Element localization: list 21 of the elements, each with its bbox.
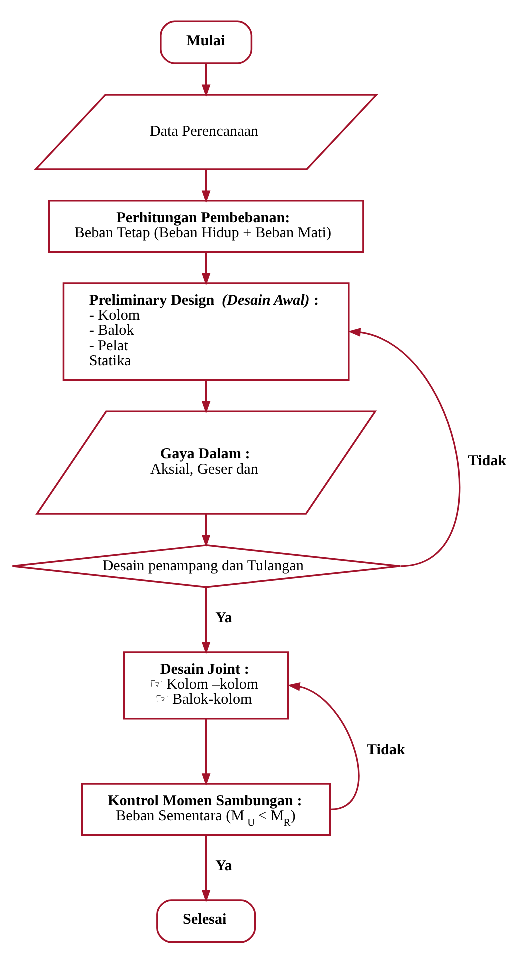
edge-label: Tidak	[468, 454, 507, 470]
arrow	[348, 328, 460, 568]
edge-label: Ya	[216, 858, 232, 875]
node-box: Desain Joint : ☞ Kolom –kolom ☞ Balok-kolom	[123, 652, 290, 720]
node-box: Perhitungan Pembebanan: Beban Tetap (Beban Hidup + Beban Mati)	[48, 200, 364, 253]
arrow	[202, 170, 211, 204]
node-box: Kontrol Momen Sambungan : Beban Sementara (M$_{U}$ < M$_{R}$)	[81, 783, 332, 836]
node-box: Selesai	[156, 900, 256, 944]
node-box: Mulai	[160, 20, 253, 64]
arrow	[202, 587, 211, 655]
arrow	[202, 380, 211, 414]
arrow	[202, 514, 211, 548]
arrow	[288, 682, 360, 810]
arrow	[202, 252, 211, 286]
node-diamond: Desain penampang dan Tulangan	[12, 544, 401, 588]
arrow	[202, 64, 211, 98]
edge-label: Ya	[216, 610, 232, 627]
node-box: Preliminary Design (Desain Awal) : - Kolom - Balok - Pelat Statika	[62, 282, 350, 382]
arrow	[202, 719, 211, 786]
edge-label: Tidak	[366, 742, 406, 758]
arrow	[202, 836, 211, 903]
